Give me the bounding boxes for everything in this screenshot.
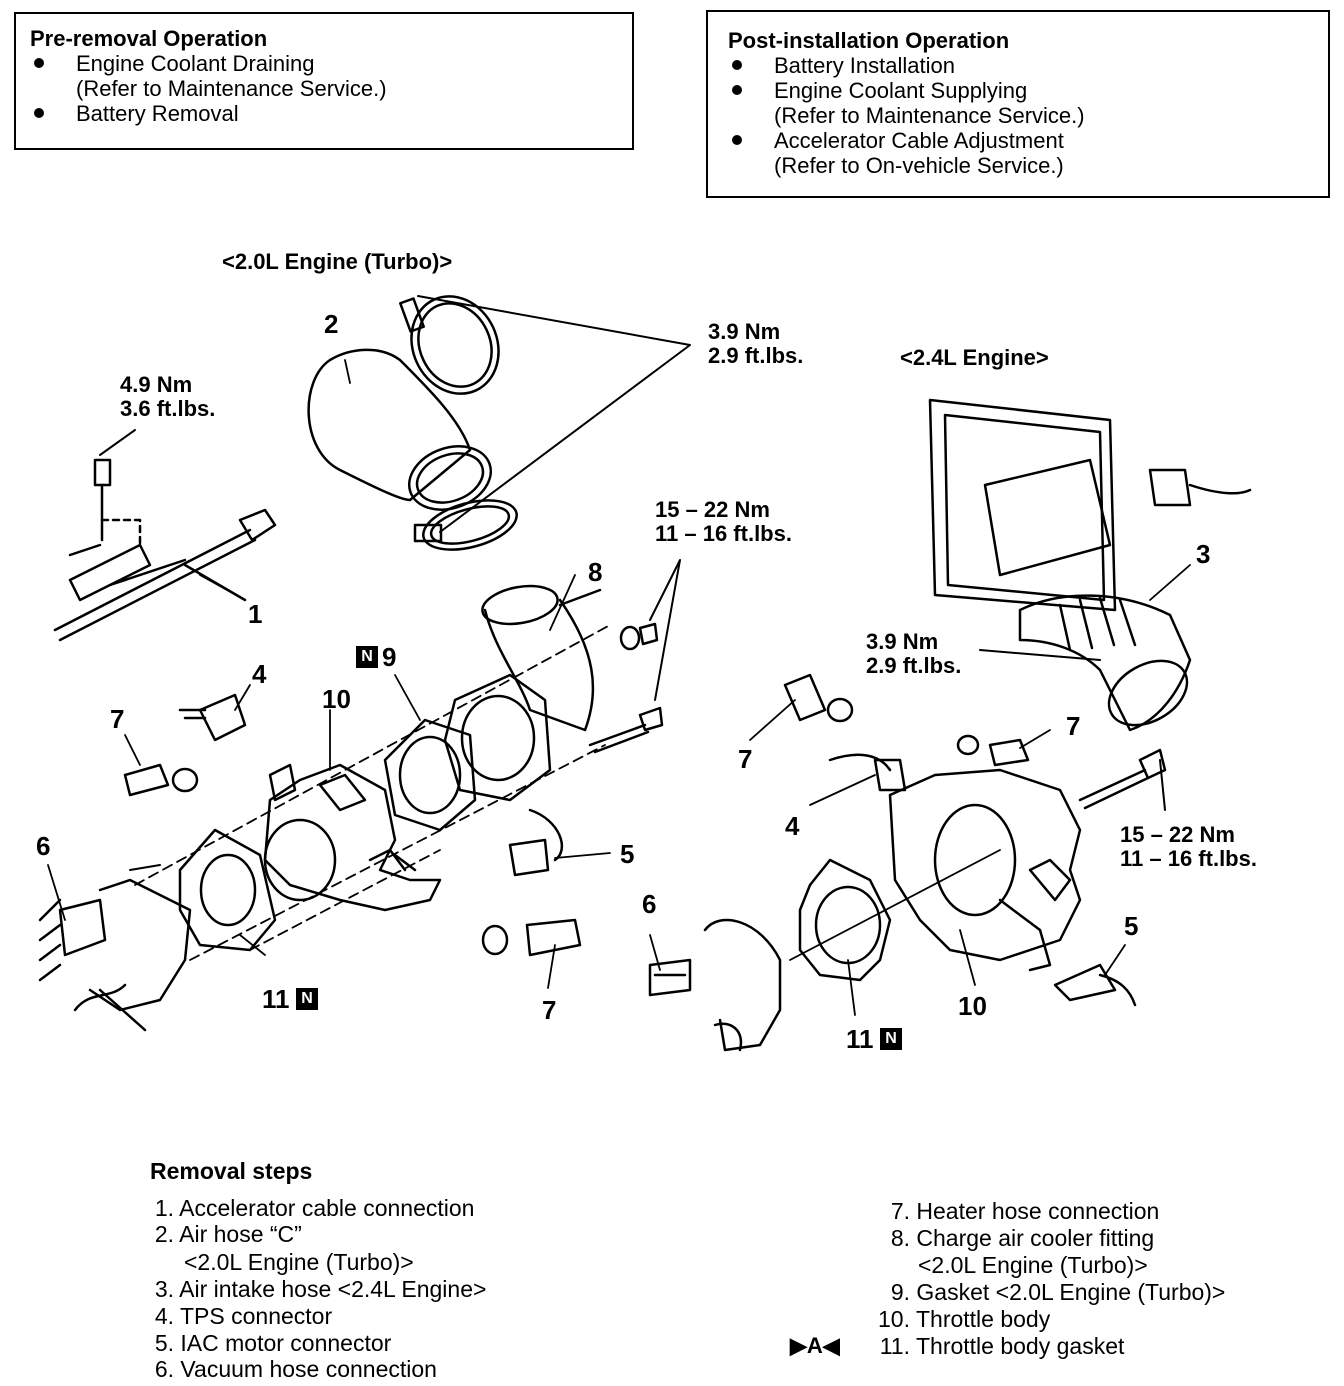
throttle-body-left <box>263 763 442 912</box>
pre-removal-item: Engine Coolant Draining <box>30 51 618 76</box>
callout-1: 1 <box>248 599 263 629</box>
removal-step: 11. Throttle body gasket <box>879 1333 1125 1359</box>
callout-11-left: 11 <box>262 984 290 1014</box>
post-installation-title: Post-installation Operation <box>728 28 1010 53</box>
post-installation-box: Post-installation Operation Battery Inst… <box>706 10 1330 198</box>
post-installation-item: Engine Coolant Supplying <box>728 78 1308 103</box>
callout-7-left: 7 <box>110 704 125 734</box>
removal-step: 2. Air hose “C” <box>154 1221 302 1247</box>
bullet-icon <box>34 58 44 68</box>
heater-hose-lower <box>481 918 582 957</box>
alignment-lines-left <box>134 624 611 961</box>
engine-turbo-label: <2.0L Engine (Turbo)> <box>222 249 453 274</box>
removal-step: 3. Air intake hose <2.4L Engine> <box>154 1276 487 1302</box>
callout-7-lower: 7 <box>542 995 557 1025</box>
callout-7-right-upper: 7 <box>738 744 753 774</box>
removal-step: 6. Vacuum hose connection <box>154 1356 437 1382</box>
installation-mark: ▶A◀ <box>790 1333 840 1358</box>
pre-removal-box: Pre-removal Operation Engine Coolant Dra… <box>14 12 634 150</box>
callout-6-left: 6 <box>36 831 51 861</box>
removal-step-note: <2.0L Engine (Turbo)> <box>184 1249 414 1275</box>
removal-step: 7. Heater hose connection <box>890 1198 1160 1224</box>
pre-removal-title: Pre-removal Operation <box>30 26 268 51</box>
new-part-badge: N <box>296 988 318 1010</box>
callout-3: 3 <box>1196 539 1211 569</box>
air-intake-hose <box>1018 594 1192 732</box>
heater-hose-right <box>956 734 1030 767</box>
air-hose-c <box>307 348 493 511</box>
gasket-9-inner <box>383 718 477 832</box>
throttle-body-gasket-right <box>798 858 892 982</box>
callout-6-right: 6 <box>642 889 657 919</box>
callout-10-right: 10 <box>958 991 987 1021</box>
callout-4-left: 4 <box>252 659 267 689</box>
callout-2: 2 <box>324 309 339 339</box>
iac-connector-right <box>1053 963 1137 1007</box>
tps-connector-left <box>178 693 247 742</box>
bolt-right <box>1078 748 1167 810</box>
callout-7-right: 7 <box>1066 711 1081 741</box>
callout-8: 8 <box>588 557 603 587</box>
removal-step: 8. Charge air cooler fitting <box>890 1225 1155 1251</box>
new-part-badge: N <box>356 646 378 668</box>
removal-step: 5. IAC motor connector <box>154 1330 392 1356</box>
washer-nut <box>619 622 659 651</box>
heater-hose-left <box>123 763 199 797</box>
removal-step: 10. Throttle body <box>878 1306 1051 1332</box>
bullet-icon <box>732 85 742 95</box>
bullet-icon <box>732 60 742 70</box>
removal-steps-title: Removal steps <box>150 1158 313 1184</box>
post-installation-item: Battery Installation <box>728 53 1308 78</box>
callout-5-right: 5 <box>1124 911 1139 941</box>
iac-connector-left <box>508 808 564 877</box>
leader-lines <box>47 359 1191 1016</box>
post-installation-item: Accelerator Cable Adjustment <box>728 128 1308 153</box>
air-cleaner-housing <box>928 398 1252 612</box>
throttle-body-gasket-left <box>178 828 277 952</box>
callout-5-left: 5 <box>620 839 635 869</box>
removal-step-note: <2.0L Engine (Turbo)> <box>918 1252 1148 1278</box>
callout-9: 9 <box>382 642 397 672</box>
pre-removal-item-note: (Refer to Maintenance Service.) <box>76 76 387 101</box>
intake-plenum-right <box>648 918 782 1052</box>
engine-24-label: <2.4L Engine> <box>900 345 1049 370</box>
intake-plenum-left <box>38 878 192 1032</box>
removal-step: 9. Gasket <2.0L Engine (Turbo)> <box>890 1279 1226 1305</box>
bullet-icon <box>732 135 742 145</box>
gasket-9 <box>443 673 552 802</box>
accelerator-cable <box>53 458 277 642</box>
callout-4-right: 4 <box>785 811 800 841</box>
bullet-icon <box>34 108 44 118</box>
tps-connector-right <box>828 753 907 792</box>
hose-clamp-lower <box>413 499 518 551</box>
throttle-body-right <box>888 768 1082 972</box>
pre-removal-item: Battery Removal <box>30 101 618 126</box>
callout-11-right: 11 <box>846 1024 874 1054</box>
removal-step: 4. TPS connector <box>154 1303 333 1329</box>
post-installation-item-note: (Refer to Maintenance Service.) <box>774 103 1085 128</box>
charge-air-cooler-fitting <box>481 584 602 732</box>
removal-step: 1. Accelerator cable connection <box>154 1195 475 1221</box>
hose-clamp-upper <box>399 295 500 395</box>
post-installation-item-note: (Refer to On-vehicle Service.) <box>774 153 1064 178</box>
new-part-badge: N <box>880 1028 902 1050</box>
heater-hose-right-upper <box>783 673 854 723</box>
bolt-left-upper <box>588 706 664 754</box>
callout-10-left: 10 <box>322 684 351 714</box>
